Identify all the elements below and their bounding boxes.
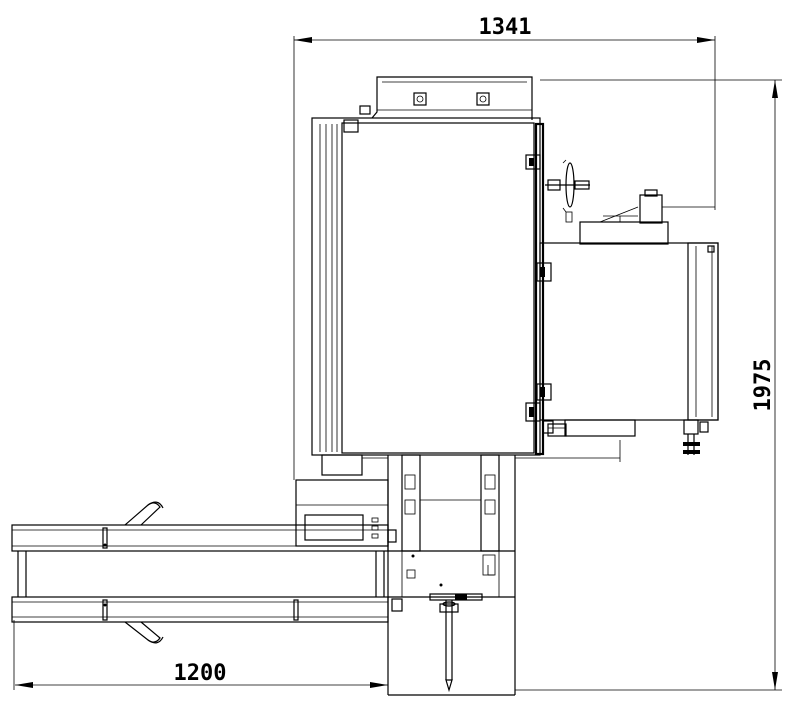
control-panel <box>295 479 397 547</box>
dimension-label-height-right: 1975 <box>751 359 776 412</box>
main-cabinet <box>311 117 621 476</box>
central-column <box>387 454 516 696</box>
dimension-top: 1341 <box>293 15 716 480</box>
dimension-label-width-top: 1341 <box>479 15 532 40</box>
conveyor-table <box>11 501 389 644</box>
dimension-label-width-bottom: 1200 <box>174 661 227 686</box>
top-mounting-bracket <box>359 76 533 120</box>
dimension-bottom: 1200 <box>13 620 389 690</box>
handwheel <box>545 159 590 213</box>
motor-unit <box>539 189 719 455</box>
dimension-right: 1975 <box>515 79 782 691</box>
